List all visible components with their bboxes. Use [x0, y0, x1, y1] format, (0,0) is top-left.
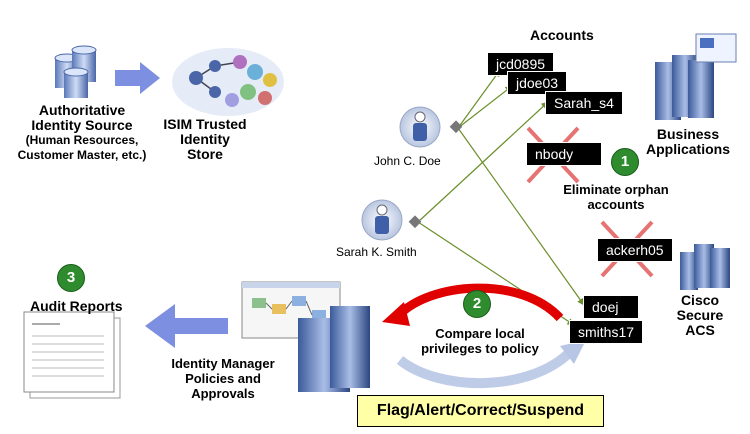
feed-arrow	[115, 62, 160, 94]
account-doej: doej	[583, 295, 639, 319]
cisco-acs-icon	[680, 244, 730, 290]
account-orphan-nbody: nbody	[526, 142, 602, 166]
person-john-label: John C. Doe	[374, 154, 441, 168]
account-sarah-s4: Sarah_s4	[545, 91, 623, 115]
compare-cycle-arrow-red	[394, 283, 564, 322]
identity-manager-label: Identity Manager Policies and Approvals	[171, 356, 275, 401]
identity-manager-server-icon	[298, 306, 370, 392]
identity-source-title: Authoritative Identity Source (Human Res…	[17, 102, 147, 163]
database-icon	[54, 45, 97, 98]
accounts-heading: Accounts	[530, 27, 594, 43]
account-jdoe03: jdoe03	[507, 71, 568, 95]
account-smiths17: smiths17	[569, 320, 644, 344]
person-sarah-icon	[361, 199, 403, 241]
person-sarah-label: Sarah K. Smith	[336, 245, 417, 259]
step-1-label: Eliminate orphan accounts	[563, 182, 669, 212]
step-2-badge: 2	[463, 290, 491, 318]
audit-reports-label: Audit Reports	[30, 298, 123, 314]
audit-report-icon	[23, 311, 121, 399]
cisco-acs-label: Cisco Secure ACS	[676, 292, 724, 338]
workflow-screenshot-icon	[241, 281, 341, 339]
account-orphan-ackerh05: ackerh05	[597, 238, 673, 262]
identity-store-icon	[172, 48, 284, 116]
step-2-label: Compare local privileges to policy	[421, 326, 539, 356]
person-john-icon	[399, 106, 441, 148]
account-links	[417, 69, 585, 326]
step-1-badge: 1	[611, 148, 639, 176]
report-arrow	[145, 304, 228, 348]
flag-alert-box: Flag/Alert/Correct/Suspend	[357, 395, 604, 427]
business-apps-label: Business Applications	[645, 126, 730, 157]
sarah-link-node	[408, 215, 422, 229]
business-applications-icon	[655, 33, 737, 120]
trusted-store-label: ISIM Trusted Identity Store	[163, 116, 247, 162]
john-link-node	[449, 120, 463, 134]
compare-cycle-arrow-blue	[396, 348, 574, 389]
step-3-badge: 3	[57, 264, 85, 292]
